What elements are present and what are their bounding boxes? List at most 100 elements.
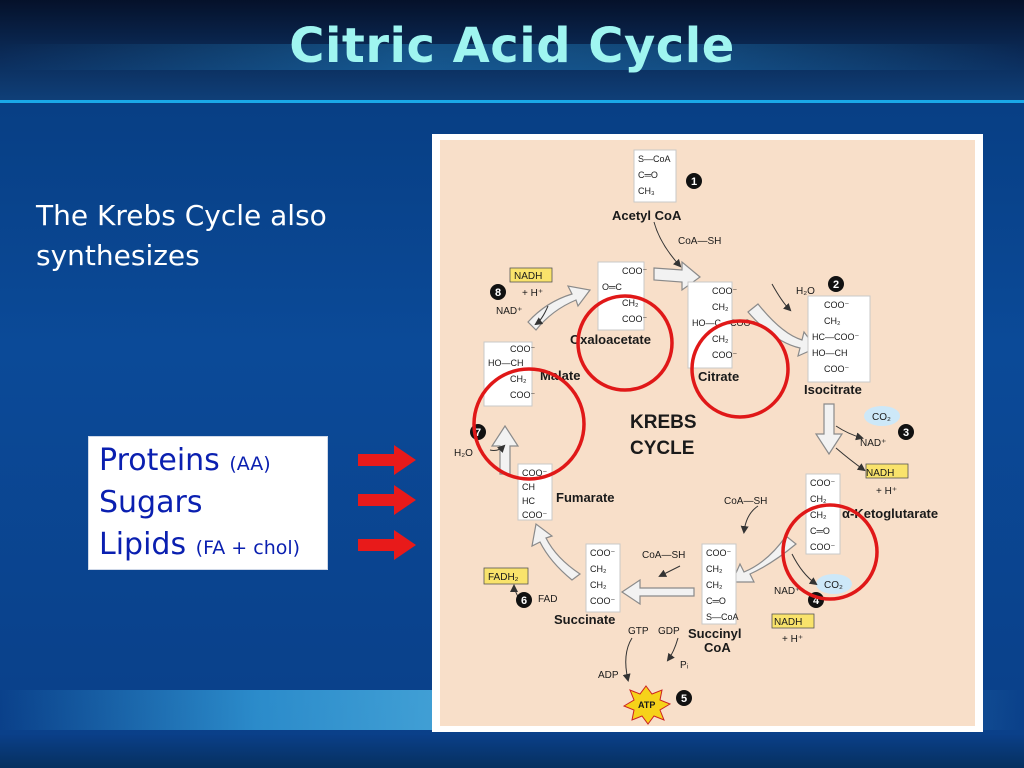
svg-text:CH₃: CH₃ <box>638 186 655 196</box>
svg-text:CH₂: CH₂ <box>590 580 607 590</box>
list-item-main: Sugars <box>99 485 203 520</box>
label-citrate: Citrate <box>698 369 739 384</box>
h2o-label: H₂O <box>454 448 473 459</box>
red-arrow-icon <box>358 445 416 475</box>
highlight-circles <box>472 294 879 601</box>
h2o-label: H₂O <box>796 286 815 297</box>
svg-text:COO⁻: COO⁻ <box>510 344 536 354</box>
footer-band <box>0 735 1024 768</box>
step-number: 2 <box>833 279 839 291</box>
list-item-main: Proteins <box>99 443 220 478</box>
svg-text:CH₂: CH₂ <box>706 564 723 574</box>
atp-label: ATP <box>638 700 655 710</box>
svg-text:CH₂: CH₂ <box>510 374 527 384</box>
svg-text:COO⁻: COO⁻ <box>706 548 732 558</box>
list-item: Proteins (AA) <box>99 443 271 478</box>
label-succinyl: Succinyl <box>688 626 741 641</box>
label-oxaloacetate: Oxaloacetate <box>570 332 651 347</box>
synthesis-list: Proteins (AA) Sugars Lipids (FA + chol) <box>88 436 328 570</box>
h-label: + H⁺ <box>522 288 543 299</box>
label-succinyl-coa: CoA <box>704 640 731 655</box>
red-arrow-icon <box>358 485 416 515</box>
svg-text:CH: CH <box>522 482 535 492</box>
label-acetyl-coa: Acetyl CoA <box>612 208 682 223</box>
step-number: 8 <box>495 287 501 299</box>
list-item-note: (AA) <box>229 453 271 475</box>
svg-text:COO⁻: COO⁻ <box>824 364 850 374</box>
svg-text:CH₂: CH₂ <box>622 298 639 308</box>
step-number: 6 <box>521 595 527 607</box>
svg-text:CH₂: CH₂ <box>712 334 729 344</box>
nadh-label: NADH <box>866 468 894 479</box>
svg-text:HO—CH: HO—CH <box>488 358 524 368</box>
label-isocitrate: Isocitrate <box>804 382 862 397</box>
svg-text:HC: HC <box>522 496 535 506</box>
diagram-panel <box>440 140 975 726</box>
fadh2-label: FADH₂ <box>488 572 519 583</box>
svg-text:C═O: C═O <box>638 170 658 180</box>
h-label: + H⁺ <box>876 486 897 497</box>
svg-text:C═O: C═O <box>810 526 830 536</box>
list-item-note: (FA + chol) <box>195 537 301 559</box>
co2-label: CO₂ <box>824 580 843 591</box>
adp-label: ADP <box>598 670 619 681</box>
cofactor-badges <box>483 267 909 629</box>
svg-text:HC—COO⁻: HC—COO⁻ <box>812 332 859 342</box>
svg-text:CH₂: CH₂ <box>712 302 729 312</box>
nad-label: NAD⁺ <box>496 306 522 317</box>
coa-sh-label: CoA—SH <box>724 496 767 507</box>
svg-text:CH₂: CH₂ <box>590 564 607 574</box>
svg-text:COO⁻: COO⁻ <box>590 596 616 606</box>
atp-burst-icon <box>622 685 672 725</box>
side-arrows <box>489 221 866 682</box>
label-fumarate: Fumarate <box>556 490 615 505</box>
svg-text:COO⁻: COO⁻ <box>712 286 738 296</box>
step-number: 1 <box>691 176 697 188</box>
coa-sh-label: CoA—SH <box>678 236 721 247</box>
nadh-label: NADH <box>514 271 542 282</box>
svg-text:COO⁻: COO⁻ <box>522 510 548 520</box>
svg-text:C═O: C═O <box>706 596 726 606</box>
red-arrow-icon <box>358 530 416 560</box>
svg-text:COO⁻: COO⁻ <box>622 314 648 324</box>
nad-label: NAD⁺ <box>860 438 886 449</box>
svg-text:S—CoA: S—CoA <box>638 154 671 164</box>
fad-label: FAD <box>538 594 557 605</box>
title-bar <box>0 0 1024 103</box>
list-item: Sugars <box>99 485 202 520</box>
gdp-label: GDP <box>658 626 680 637</box>
coa-sh-label: CoA—SH <box>642 550 685 561</box>
center-label-cycle: CYCLE <box>630 438 694 459</box>
svg-text:CH₂: CH₂ <box>810 494 827 504</box>
co2-label: CO₂ <box>872 412 891 423</box>
pi-label: Pᵢ <box>680 660 689 671</box>
svg-text:COO⁻: COO⁻ <box>810 478 836 488</box>
svg-text:COO⁻: COO⁻ <box>622 266 648 276</box>
svg-text:COO⁻: COO⁻ <box>712 350 738 360</box>
svg-text:CH₂: CH₂ <box>824 316 841 326</box>
svg-text:COO⁻: COO⁻ <box>590 548 616 558</box>
list-item-main: Lipids <box>99 527 187 562</box>
h-label: + H⁺ <box>782 634 803 645</box>
gtp-label: GTP <box>628 626 649 637</box>
label-succinate: Succinate <box>554 612 615 627</box>
svg-text:CH₂: CH₂ <box>706 580 723 590</box>
list-item: Lipids (FA + chol) <box>99 527 300 562</box>
svg-text:COO⁻: COO⁻ <box>824 300 850 310</box>
svg-text:S—CoA: S—CoA <box>706 612 739 622</box>
step-number: 7 <box>475 427 481 439</box>
svg-text:COO⁻: COO⁻ <box>810 542 836 552</box>
center-label-krebs: KREBS <box>630 412 697 433</box>
step-number: 4 <box>813 595 820 607</box>
nad-label: NAD⁺ <box>774 586 800 597</box>
label-ketoglutarate: α-Ketoglutarate <box>842 506 938 521</box>
body-text: The Krebs Cycle also synthesizes <box>36 199 327 272</box>
svg-text:HO—CH: HO—CH <box>812 348 848 358</box>
slide-title: Citric Acid Cycle <box>289 18 735 74</box>
svg-text:O═C: O═C <box>602 282 622 292</box>
step-number: 5 <box>681 693 687 705</box>
svg-text:CH₂: CH₂ <box>810 510 827 520</box>
svg-text:COO⁻: COO⁻ <box>510 390 536 400</box>
svg-text:COO⁻: COO⁻ <box>522 468 548 478</box>
